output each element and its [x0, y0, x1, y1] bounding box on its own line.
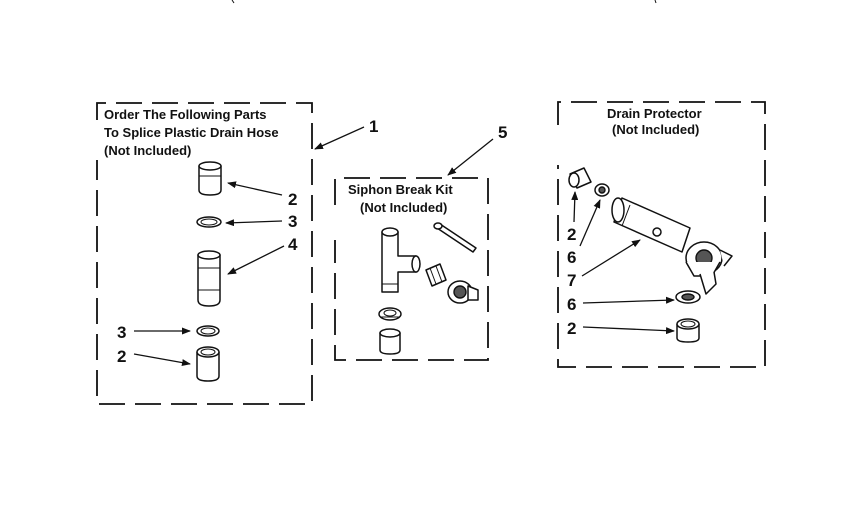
siphon-kit-group: Siphon Break Kit (Not Included)	[334, 177, 489, 361]
drain-flapper-part	[685, 241, 733, 295]
leader-splice-top-2	[227, 181, 283, 196]
leader-drain-7	[581, 239, 641, 277]
nut-part	[425, 263, 447, 287]
callout-splice-bottom-2: 2	[117, 347, 126, 366]
callout-1: 1	[369, 117, 378, 136]
connector-tube-part	[197, 250, 221, 307]
drain-washer-part	[675, 290, 701, 304]
leader-callout-5	[447, 138, 494, 176]
drain-body-part	[611, 197, 691, 253]
callout-drain-right-2: 2	[567, 319, 576, 338]
splice-title-line-2: To Splice Plastic Drain Hose	[104, 125, 279, 140]
splice-group-border	[96, 102, 313, 405]
siphon-group-border	[334, 177, 489, 361]
callout-splice-top-2: 2	[288, 190, 297, 209]
splice-parts-group: Order The Following Parts To Splice Plas…	[96, 102, 313, 405]
siphon-title-line-1: Siphon Break Kit	[348, 182, 453, 197]
sleeve-part	[379, 328, 401, 355]
drain-title-line-1: Drain Protector	[607, 106, 702, 121]
clamp-bottom-part	[196, 325, 220, 337]
callout-splice-bottom-3: 3	[117, 323, 126, 342]
washer-part	[378, 307, 402, 321]
leader-drain-left-6	[579, 199, 601, 247]
leader-drain-right-6	[582, 296, 675, 304]
valve-pin-part	[433, 222, 477, 253]
leader-splice-top-3	[225, 219, 283, 227]
drain-sleeve-part	[676, 318, 700, 343]
drain-title-line-2: (Not Included)	[612, 122, 699, 137]
drain-protector-group: Drain Protector (Not Included)	[557, 101, 766, 368]
valve-body-part	[447, 280, 479, 304]
siphon-title-line-2: (Not Included)	[360, 200, 447, 215]
callout-5: 5	[498, 123, 507, 142]
leader-splice-bottom-2	[133, 353, 191, 367]
leader-drain-right-2	[582, 326, 675, 335]
scan-artifact	[654, 0, 657, 4]
coupling-top-part	[198, 161, 222, 196]
callout-splice-4: 4	[288, 235, 298, 254]
splice-title-line-3: (Not Included)	[104, 143, 191, 158]
splice-title-line-1: Order The Following Parts	[104, 107, 267, 122]
drain-cap-part	[568, 167, 592, 189]
scan-artifact	[231, 0, 235, 4]
callout-drain-right-6: 6	[567, 295, 576, 314]
leader-splice-4	[227, 245, 285, 275]
coupling-bottom-part	[196, 346, 220, 382]
drain-nut-part	[594, 183, 610, 197]
callout-drain-7: 7	[567, 271, 576, 290]
leader-drain-left-2	[571, 191, 579, 223]
callout-splice-top-3: 3	[288, 212, 297, 231]
clamp-top-part	[196, 216, 222, 228]
leader-callout-1	[314, 126, 365, 150]
callout-drain-left-6: 6	[567, 248, 576, 267]
drain-group-border	[557, 101, 766, 368]
tee-fitting-part	[381, 227, 421, 293]
callout-drain-left-2: 2	[567, 225, 576, 244]
